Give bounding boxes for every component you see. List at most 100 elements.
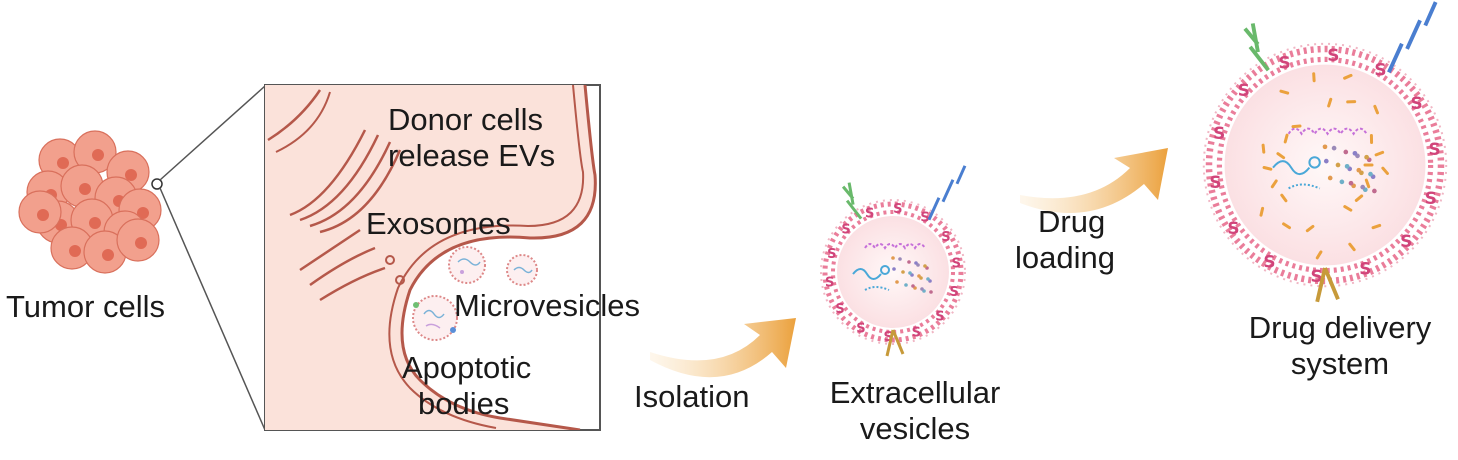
small-molecule-cargo xyxy=(914,261,918,265)
mirna-cargo xyxy=(1288,183,1321,190)
tumor-cells-label: Tumor cells xyxy=(6,289,166,324)
loaded-drug-molecule xyxy=(1279,89,1290,95)
membrane-protein-s-glyph: S xyxy=(912,326,921,341)
membrane-protein-s-glyph: S xyxy=(935,310,944,325)
microvesicle-2 xyxy=(506,254,538,286)
small-molecule-cargo xyxy=(891,256,895,260)
small-molecule-cargo xyxy=(895,280,899,284)
tumor-cell-nucleus xyxy=(125,169,137,181)
donor-cell-cytoplasm xyxy=(265,85,596,430)
tumor-cell-cluster xyxy=(18,130,162,274)
membrane-protein-s-glyph: S xyxy=(825,275,834,290)
loaded-drug-molecule xyxy=(1259,206,1265,217)
drug-loading-label-line1: Drug xyxy=(1038,204,1106,239)
microvesicle-1 xyxy=(448,246,486,284)
loaded-drug-molecule xyxy=(1371,223,1382,230)
drug-loading-label-line2: loading xyxy=(1015,240,1115,275)
lipid-bilayer-inner xyxy=(1216,56,1434,274)
surface-protein-blue xyxy=(1387,1,1438,74)
membrane-protein-s-glyph: S xyxy=(1209,172,1221,192)
tumor-cell-nucleus xyxy=(92,149,104,161)
small-molecule-cargo xyxy=(1352,150,1358,156)
small-molecule-cargo xyxy=(1343,149,1349,155)
cell-membrane-outer xyxy=(400,85,597,430)
donor-cells-label-line1: Donor cells xyxy=(388,102,544,137)
vesicle-lumen xyxy=(1224,64,1426,266)
exosome-dot xyxy=(385,255,395,265)
small-molecule-cargo xyxy=(901,270,905,274)
tumor-cell-nucleus xyxy=(89,217,101,229)
mirna-cargo xyxy=(864,286,890,291)
isolation-arrow xyxy=(650,318,796,378)
membrane-protein-s-glyph: S xyxy=(1374,60,1386,80)
dna-cargo xyxy=(852,268,882,280)
tumor-cell-nucleus xyxy=(102,249,114,261)
drug-delivery-system-label-line1: Drug delivery xyxy=(1248,310,1432,345)
membrane-protein-s-glyph: S xyxy=(1227,218,1239,238)
extracellular-vesicles-label-line2: vesicles xyxy=(859,411,971,446)
loaded-drug-molecule xyxy=(1276,152,1286,160)
lipid-bilayer-outer xyxy=(1205,45,1445,285)
outer-lipid-tails xyxy=(820,199,966,345)
small-molecule-cargo xyxy=(917,274,921,278)
zoom-origin-marker xyxy=(151,178,163,190)
surface-receptor-gold xyxy=(1315,267,1340,303)
membrane-protein-s-glyph: S xyxy=(1238,80,1250,100)
membrane-protein-s-glyph: S xyxy=(835,302,844,317)
tumor-cell-nucleus xyxy=(135,237,147,249)
loaded-drug-molecule xyxy=(1374,150,1385,157)
membrane-protein-s-glyph: S xyxy=(841,222,850,237)
loaded-drug-molecule xyxy=(1280,193,1288,203)
tumor-cell-nucleus xyxy=(69,245,81,257)
small-molecule-cargo xyxy=(1322,144,1328,150)
membrane-protein-s-glyph: S xyxy=(865,206,874,221)
tumor-cell-nucleus xyxy=(57,157,69,169)
zoom-line-bottom xyxy=(159,187,266,431)
loaded-drug-molecule xyxy=(1315,250,1323,260)
drug-loading-arrow xyxy=(1020,148,1168,213)
lipid-bilayer-outer xyxy=(822,201,964,343)
loaded-drug-molecule xyxy=(1381,166,1389,175)
small-molecule-cargo xyxy=(898,257,902,261)
isolation-label: Isolation xyxy=(634,379,750,414)
small-molecule-cargo xyxy=(1339,179,1345,185)
loaded-drug-molecule xyxy=(1364,178,1371,189)
surface-protein-green xyxy=(1243,23,1270,72)
golgi-apparatus xyxy=(289,129,402,234)
zoom-line-top xyxy=(159,85,266,181)
surface-protein-blue xyxy=(927,165,967,221)
membrane-protein-s-glyph: S xyxy=(941,230,950,245)
small-molecule-cargo xyxy=(1368,171,1373,177)
loaded-drug-molecule xyxy=(1270,179,1278,189)
small-molecule-cargo xyxy=(1335,162,1341,168)
dna-cargo xyxy=(1272,160,1311,176)
small-molecule-cargo xyxy=(926,277,930,281)
membrane-protein-s-glyph: S xyxy=(1425,188,1437,208)
drug-delivery-system-label-line2: system xyxy=(1290,346,1390,381)
small-molecule-cargo xyxy=(1356,167,1362,173)
membrane-protein-s-glyph: S xyxy=(883,330,892,345)
surface-protein-green xyxy=(841,182,863,220)
surface-receptor-gold xyxy=(885,329,905,357)
cell-membrane-inner xyxy=(388,85,585,429)
membrane-protein-s-glyph: S xyxy=(1428,139,1440,159)
tumor-cell-nucleus xyxy=(37,209,49,221)
small-molecule-cargo xyxy=(904,283,908,287)
outer-lipid-tails xyxy=(1202,42,1448,288)
loaded-drug-molecule xyxy=(1327,97,1333,108)
small-molecule-cargo xyxy=(929,290,933,294)
membrane-protein-s-glyph: S xyxy=(949,285,958,300)
small-molecule-cargo xyxy=(911,284,915,288)
loaded-drug-molecule xyxy=(1261,143,1266,154)
tumor-cell-nucleus xyxy=(137,207,149,219)
small-molecule-cargo xyxy=(920,287,924,291)
apoptotic-bodies-label-line1: Apoptotic xyxy=(402,350,532,385)
exosome-dot xyxy=(395,275,405,285)
small-molecule-cargo xyxy=(1331,145,1337,151)
membrane-protein-s-glyph: S xyxy=(952,257,961,272)
vesicle-lumen xyxy=(837,216,949,328)
small-molecule-cargo xyxy=(907,260,911,264)
